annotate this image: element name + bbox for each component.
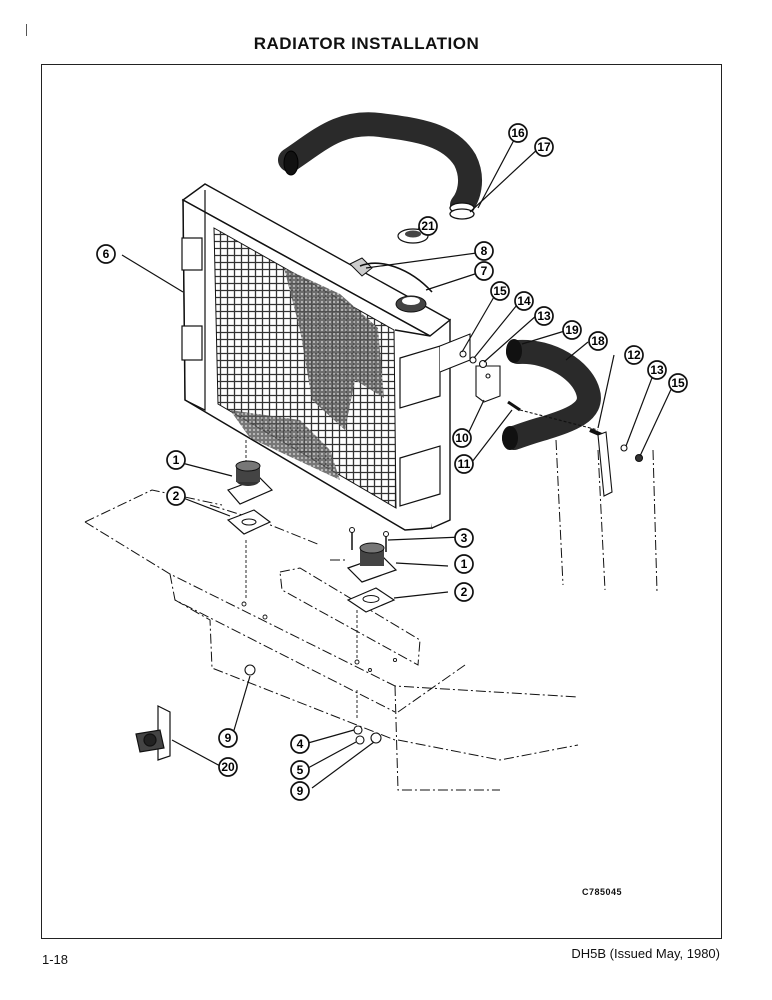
mount-left bbox=[228, 461, 272, 534]
callout-15b: 15 bbox=[669, 374, 687, 392]
callout-20: 20 bbox=[219, 758, 237, 776]
callout-6: 6 bbox=[97, 245, 115, 263]
drain-valve bbox=[136, 706, 170, 760]
callout-7: 7 bbox=[475, 262, 493, 280]
callout-3: 3 bbox=[455, 529, 473, 547]
svg-text:10: 10 bbox=[455, 431, 469, 445]
callout-9: 9 bbox=[219, 729, 237, 747]
platform-holes bbox=[242, 602, 397, 672]
svg-text:4: 4 bbox=[297, 737, 304, 751]
svg-text:2: 2 bbox=[461, 585, 468, 599]
svg-text:15: 15 bbox=[671, 376, 685, 390]
callout-2: 2 bbox=[167, 487, 185, 505]
svg-text:8: 8 bbox=[481, 244, 488, 258]
svg-text:12: 12 bbox=[627, 348, 641, 362]
svg-text:11: 11 bbox=[458, 457, 471, 471]
svg-text:6: 6 bbox=[103, 247, 110, 261]
callout-19: 19 bbox=[563, 321, 581, 339]
svg-text:19: 19 bbox=[565, 323, 579, 337]
svg-text:20: 20 bbox=[221, 760, 235, 774]
svg-text:13: 13 bbox=[537, 309, 551, 323]
callout-16: 16 bbox=[509, 124, 527, 142]
callout-15: 15 bbox=[491, 282, 509, 300]
svg-text:21: 21 bbox=[421, 219, 435, 233]
upper-hose bbox=[284, 124, 474, 219]
page-number: 1-18 bbox=[42, 952, 68, 967]
svg-text:17: 17 bbox=[537, 140, 551, 154]
callout-8: 8 bbox=[475, 242, 493, 260]
bottom-bolts bbox=[245, 665, 381, 744]
document-reference: DH5B (Issued May, 1980) bbox=[571, 946, 720, 961]
callout-9b: 9 bbox=[291, 782, 309, 800]
callout-5: 5 bbox=[291, 761, 309, 779]
callout-1b: 1 bbox=[455, 555, 473, 573]
svg-text:14: 14 bbox=[517, 294, 531, 308]
callout-18: 18 bbox=[589, 332, 607, 350]
svg-text:7: 7 bbox=[481, 264, 488, 278]
callout-13b: 13 bbox=[648, 361, 666, 379]
svg-text:9: 9 bbox=[225, 731, 232, 745]
svg-text:3: 3 bbox=[461, 531, 468, 545]
callout-1: 1 bbox=[167, 451, 185, 469]
svg-text:2: 2 bbox=[173, 489, 180, 503]
callout-17: 17 bbox=[535, 138, 553, 156]
svg-text:16: 16 bbox=[511, 126, 525, 140]
svg-text:18: 18 bbox=[591, 334, 605, 348]
svg-text:9: 9 bbox=[297, 784, 304, 798]
callout-2b: 2 bbox=[455, 583, 473, 601]
callout-21: 21 bbox=[419, 217, 437, 235]
callout-10: 10 bbox=[453, 429, 471, 447]
callout-11: 11 bbox=[455, 455, 473, 473]
figure-code: C785045 bbox=[582, 887, 622, 897]
callout-14: 14 bbox=[515, 292, 533, 310]
svg-text:15: 15 bbox=[493, 284, 507, 298]
svg-text:1: 1 bbox=[461, 557, 468, 571]
callout-13: 13 bbox=[535, 307, 553, 325]
svg-text:5: 5 bbox=[297, 763, 304, 777]
callout-4: 4 bbox=[291, 735, 309, 753]
callout-12: 12 bbox=[625, 346, 643, 364]
lower-hose bbox=[502, 339, 589, 450]
svg-text:1: 1 bbox=[173, 453, 180, 467]
svg-text:13: 13 bbox=[650, 363, 664, 377]
